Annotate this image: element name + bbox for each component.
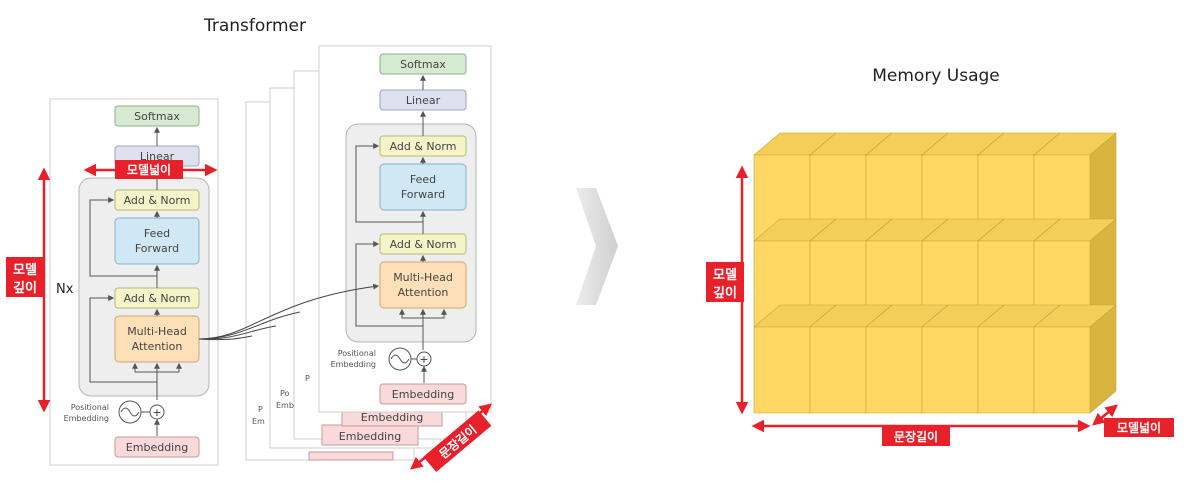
transform-arrow-icon [576, 188, 618, 305]
stack-fragment-p2: P [305, 374, 310, 383]
encoder-front: Softmax Linear Add & Norm Feed Forward A… [318, 45, 492, 413]
add-norm-front-top: Add & Norm [390, 140, 457, 153]
embedding-front: Embedding [392, 388, 454, 401]
feed-forward-line1: Feed [144, 227, 170, 240]
memory-block-front [1033, 326, 1091, 414]
memory-block-front [977, 326, 1035, 414]
embedding-block: Embedding [126, 441, 188, 454]
pos-embedding-line1: Positional [71, 403, 109, 412]
model-width-label-left: 모델넓이 [127, 162, 171, 177]
cross-connections [198, 283, 380, 341]
add-norm-block-bottom: Add & Norm [124, 292, 191, 305]
model-width-label-right: 모델넓이 [1117, 420, 1161, 435]
pos-embedding-line2: Embedding [64, 414, 109, 423]
feed-forward-line2: Forward [135, 242, 179, 255]
model-depth-label-left-2: 깊이 [13, 280, 37, 296]
softmax-block: Softmax [134, 110, 180, 123]
memory-block-front [921, 326, 979, 414]
linear-block: Linear [140, 150, 175, 163]
linear-block-front: Linear [406, 94, 441, 107]
encoder-main: Softmax Linear Add & Norm Feed Forward A… [49, 98, 219, 466]
memory-usage-title: Memory Usage [872, 66, 1000, 86]
mha-line1: Multi-Head [127, 325, 187, 338]
nx-label: Nx [56, 282, 74, 297]
memory-block-front [809, 326, 867, 414]
transformer-title: Transformer [203, 16, 306, 36]
stack-fragment-em: Em [252, 417, 265, 426]
model-depth-label-left-1: 모델 [13, 263, 37, 278]
stack-embedding-back: Embedding [339, 430, 401, 443]
stack-embedding-mid: Embedding [361, 411, 423, 424]
softmax-block-front: Softmax [400, 58, 446, 71]
pos-front-line2: Embedding [331, 360, 376, 369]
sentence-length-label-right: 문장길이 [894, 429, 938, 444]
feed-front-line1: Feed [410, 173, 436, 186]
memory-block-front [753, 326, 811, 414]
stack-fragment-po: Po [280, 389, 290, 398]
model-depth-label-right-1: 모델 [713, 268, 737, 283]
right-annotations: 모델 깊이 문장길이 모델넓이 [706, 165, 1174, 446]
stack-fragment-p: P [258, 405, 263, 414]
feed-front-line2: Forward [401, 188, 445, 201]
mha-front-line2: Attention [398, 286, 449, 299]
add-norm-front-bottom: Add & Norm [390, 238, 457, 251]
add-norm-block-top: Add & Norm [124, 194, 191, 207]
mha-line2: Attention [132, 340, 183, 353]
memory-block-grid [753, 132, 1117, 414]
memory-block-front [865, 326, 923, 414]
stack-fragment-emb: Emb [276, 401, 294, 410]
model-depth-label-right-2: 깊이 [713, 285, 737, 301]
pos-plus-front: + [419, 353, 428, 366]
pos-front-line1: Positional [338, 349, 376, 358]
mha-front-line1: Multi-Head [393, 271, 453, 284]
pos-plus: + [152, 406, 161, 419]
